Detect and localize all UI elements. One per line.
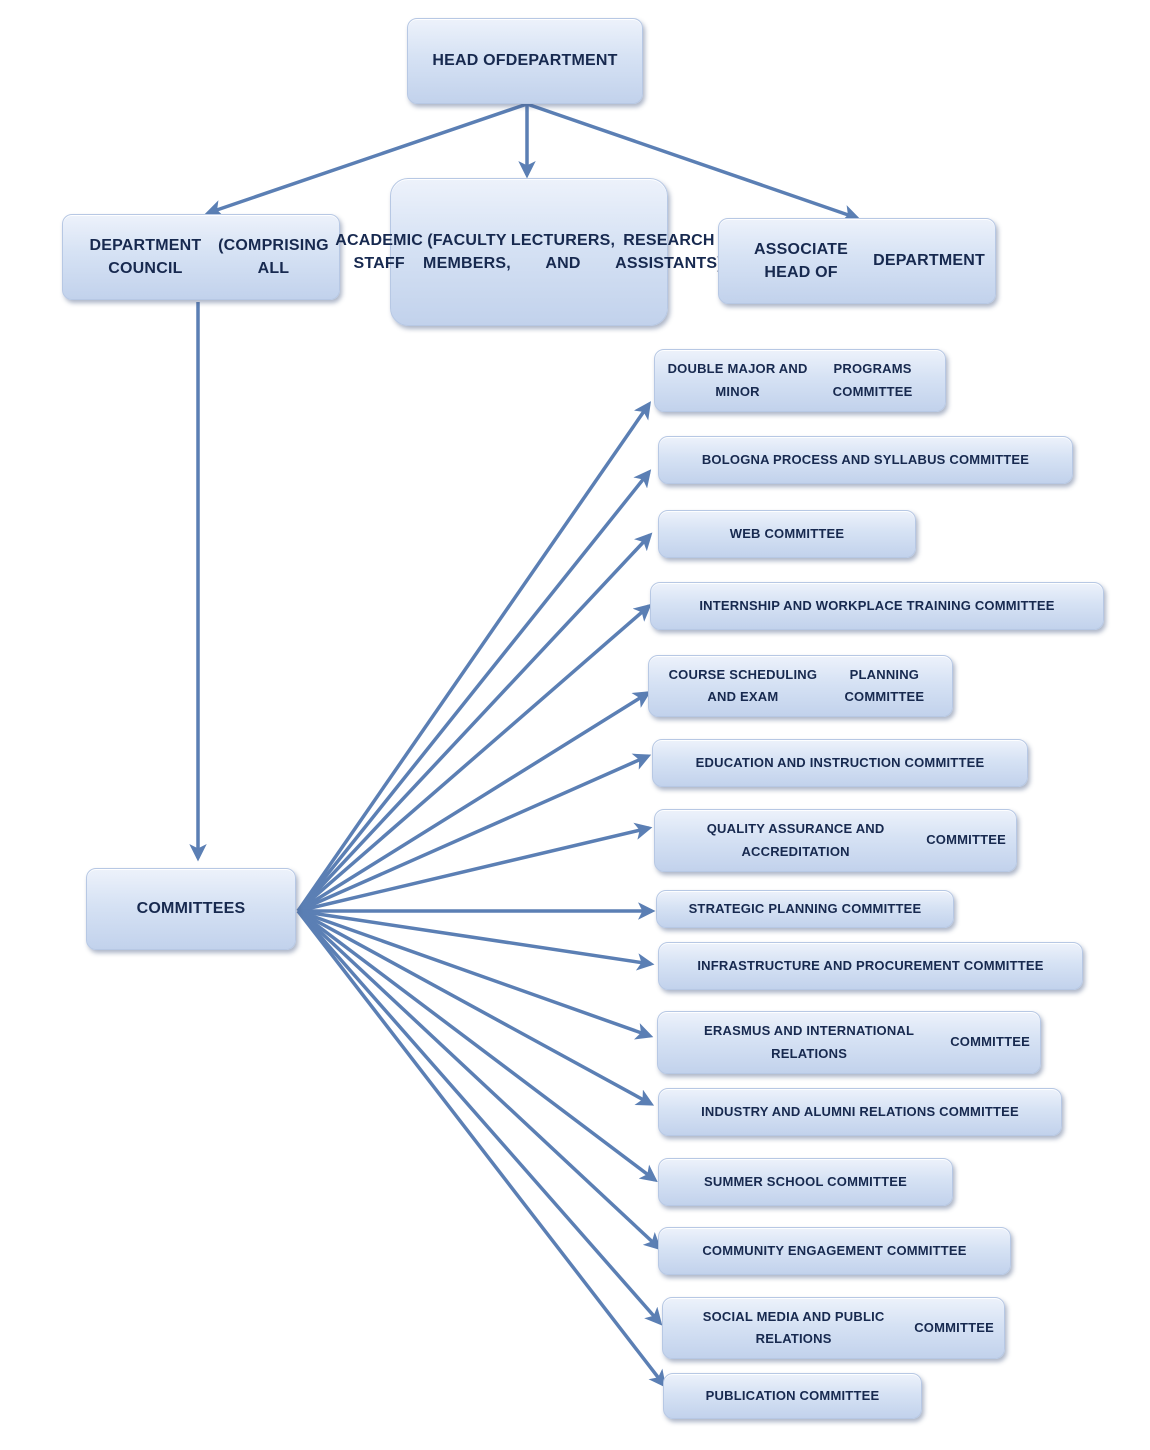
committee-line: COURSE SCHEDULING AND EXAM bbox=[668, 666, 818, 704]
committees-to-committee-arrow bbox=[296, 603, 652, 913]
committees-to-committee-arrow bbox=[297, 691, 651, 913]
committee-line: COMMUNITY ENGAGEMENT COMMITTEE bbox=[702, 1242, 967, 1258]
committee-box: INTERNSHIP AND WORKPLACE TRAINING COMMIT… bbox=[650, 582, 1104, 630]
committee-box: WEB COMMITTEE bbox=[658, 510, 916, 558]
academic-staff-box: ACADEMIC STAFF (FACULTY MEMBERS, LECTURE… bbox=[335, 178, 723, 326]
academic-staff-line-2: (FACULTY MEMBERS, bbox=[423, 231, 511, 272]
department-council-box: DEPARTMENT COUNCIL (COMPRISING ALL bbox=[62, 214, 340, 300]
committee-box: PUBLICATION COMMITTEE bbox=[663, 1373, 922, 1419]
head-to-council-arrow bbox=[204, 102, 528, 217]
committees-to-committee-arrow bbox=[296, 469, 652, 913]
academic-staff-line-4: RESEARCH ASSISTANTS) bbox=[615, 231, 723, 272]
committee-line: STRATEGIC PLANNING COMMITTEE bbox=[688, 900, 922, 916]
committee-box: INDUSTRY AND ALUMNI RELATIONS COMMITTEE bbox=[658, 1088, 1062, 1136]
committee-line: QUALITY ASSURANCE AND ACCREDITATION bbox=[706, 821, 885, 859]
committee-line: ERASMUS AND INTERNATIONAL RELATIONS bbox=[704, 1023, 915, 1061]
committees-to-committee-arrow bbox=[296, 532, 653, 913]
committee-line: PROGRAMS COMMITTEE bbox=[832, 361, 913, 399]
associate-head-line-1: ASSOCIATE HEAD OF bbox=[754, 240, 849, 281]
committees-to-committee-arrow bbox=[297, 909, 654, 1040]
committee-box: COMMUNITY ENGAGEMENT COMMITTEE bbox=[658, 1227, 1011, 1275]
committee-line: DOUBLE MAJOR AND MINOR bbox=[667, 361, 808, 399]
committees-to-committee-arrow bbox=[297, 909, 655, 1106]
academic-staff-line-1: ACADEMIC STAFF bbox=[335, 231, 424, 272]
committee-line: SOCIAL MEDIA AND PUBLIC RELATIONS bbox=[702, 1308, 885, 1346]
committees-to-committee-arrow bbox=[296, 909, 667, 1388]
head-of-department-line-2: DEPARTMENT bbox=[505, 52, 618, 70]
committee-box: COURSE SCHEDULING AND EXAM PLANNING COMM… bbox=[648, 655, 953, 717]
head-of-department-line-1: HEAD OF bbox=[432, 52, 506, 70]
committee-box: STRATEGIC PLANNING COMMITTEE bbox=[656, 890, 954, 928]
committee-box: ERASMUS AND INTERNATIONAL RELATIONS COMM… bbox=[657, 1011, 1041, 1074]
committee-line: SUMMER SCHOOL COMMITTEE bbox=[704, 1173, 907, 1189]
committee-line: COMMITTEE bbox=[950, 1034, 1030, 1050]
committees-to-committee-arrow bbox=[296, 909, 658, 1183]
committees-to-committee-arrow bbox=[297, 822, 653, 913]
committees-to-committee-arrow bbox=[296, 401, 651, 912]
committee-line: BOLOGNA PROCESS AND SYLLABUS COMMITTEE bbox=[701, 451, 1030, 467]
committee-box: EDUCATION AND INSTRUCTION COMMITTEE bbox=[652, 739, 1028, 787]
committee-line: INDUSTRY AND ALUMNI RELATIONS COMMITTEE bbox=[701, 1103, 1019, 1119]
committee-box: BOLOGNA PROCESS AND SYLLABUS COMMITTEE bbox=[658, 436, 1073, 484]
committees-hub-box: COMMITTEES bbox=[86, 868, 296, 950]
committee-box: INFRASTRUCTURE AND PROCUREMENT COMMITTEE bbox=[658, 942, 1083, 990]
committee-box: DOUBLE MAJOR AND MINOR PROGRAMS COMMITTE… bbox=[654, 349, 946, 412]
committee-box: SUMMER SCHOOL COMMITTEE bbox=[658, 1158, 953, 1206]
committees-hub-label: COMMITTEES bbox=[136, 900, 246, 918]
committees-to-committee-arrow bbox=[297, 753, 652, 913]
committees-to-committee-arrow bbox=[296, 909, 663, 1326]
department-council-line-2: (COMPRISING ALL bbox=[218, 236, 329, 277]
committee-line: WEB COMMITTEE bbox=[729, 525, 845, 541]
committee-line: EDUCATION AND INSTRUCTION COMMITTEE bbox=[695, 754, 985, 770]
committee-line: INTERNSHIP AND WORKPLACE TRAINING COMMIT… bbox=[699, 597, 1055, 613]
committee-line: PUBLICATION COMMITTEE bbox=[705, 1387, 880, 1403]
associate-head-box: ASSOCIATE HEAD OF DEPARTMENT bbox=[718, 218, 996, 304]
associate-head-line-2: DEPARTMENT bbox=[873, 252, 985, 270]
committee-line: COMMITTEE bbox=[926, 832, 1006, 848]
head-of-department-box: HEAD OF DEPARTMENT bbox=[407, 18, 643, 104]
committee-line: INFRASTRUCTURE AND PROCUREMENT COMMITTEE bbox=[697, 957, 1044, 973]
committee-line: PLANNING COMMITTEE bbox=[844, 666, 925, 704]
academic-staff-line-3: LECTURERS, AND bbox=[510, 231, 616, 272]
head-to-associate-arrow bbox=[526, 102, 861, 222]
committee-line: COMMITTEE bbox=[914, 1319, 994, 1335]
committees-to-committee-arrow bbox=[297, 909, 655, 971]
committee-box: SOCIAL MEDIA AND PUBLIC RELATIONS COMMIT… bbox=[662, 1297, 1005, 1359]
department-council-line-1: DEPARTMENT COUNCIL bbox=[89, 236, 202, 277]
committees-to-committee-arrow bbox=[296, 909, 662, 1251]
committee-box: QUALITY ASSURANCE AND ACCREDITATION COMM… bbox=[654, 809, 1017, 872]
